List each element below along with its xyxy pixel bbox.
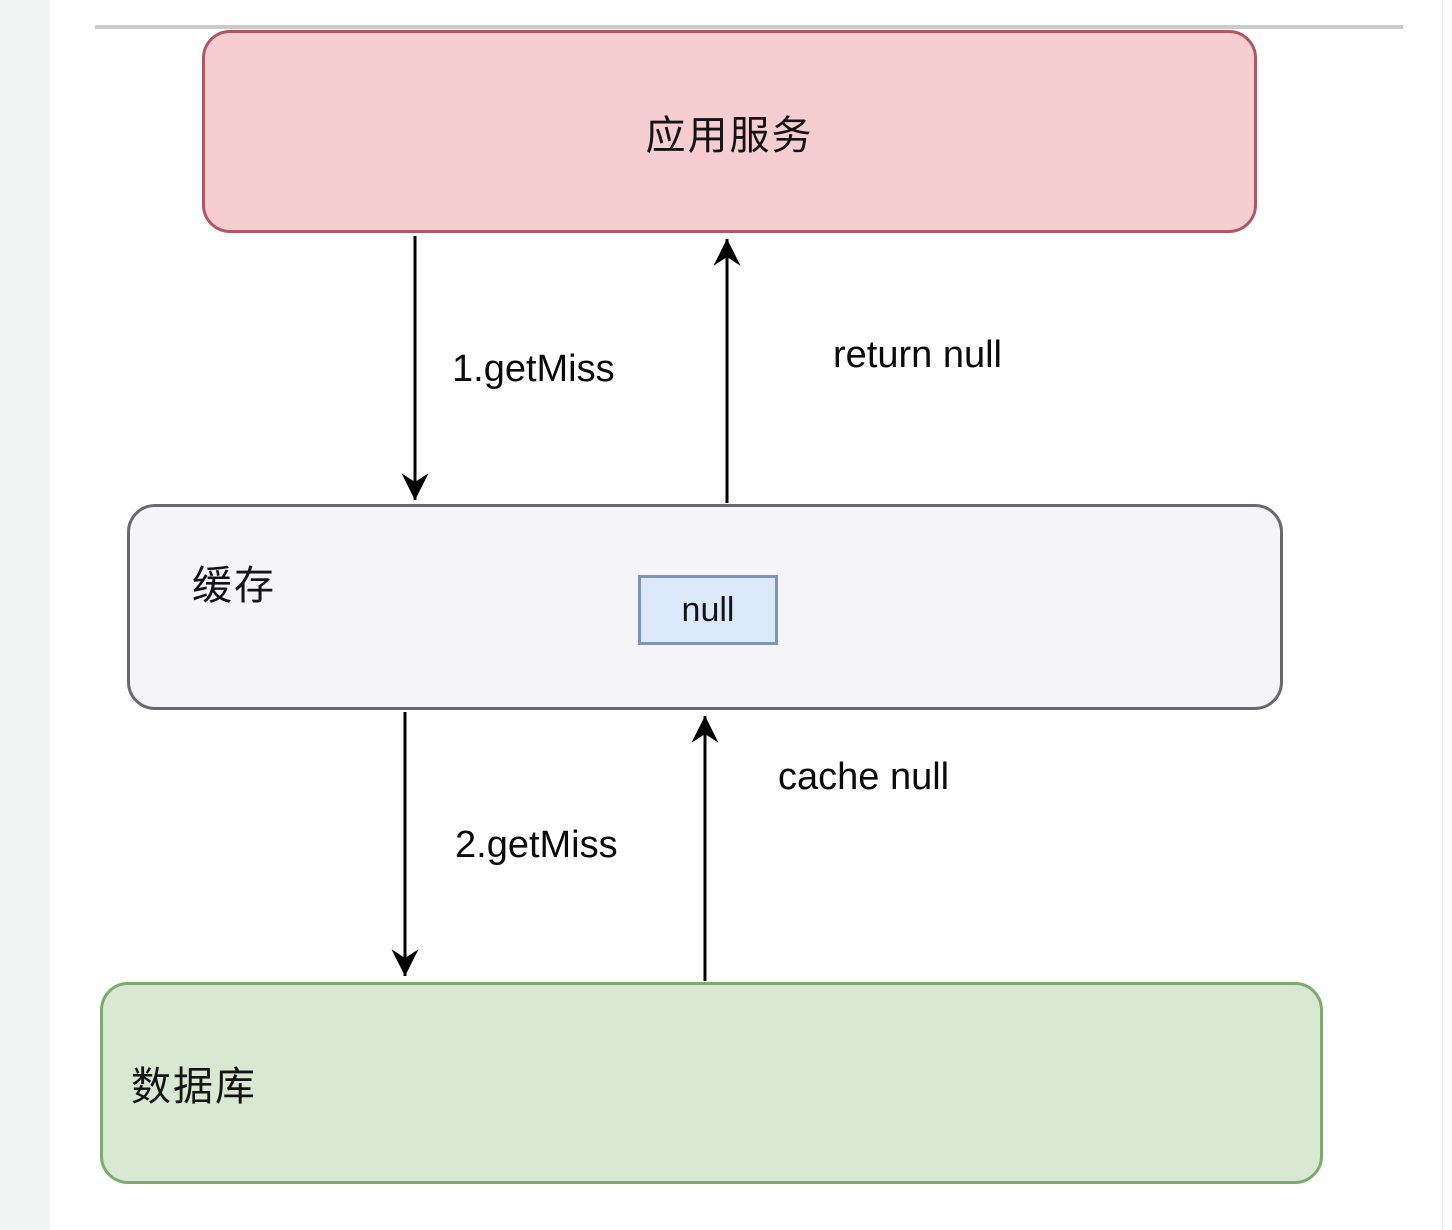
cache-null-value-label: null <box>681 590 735 629</box>
edge-label-return-null: return null <box>833 334 1002 376</box>
node-app-service-label: 应用服务 <box>645 113 814 158</box>
node-cache: 缓存 null <box>127 504 1283 710</box>
edge-label-get-miss-1: 1.getMiss <box>452 348 615 390</box>
cache-null-value-box: null <box>638 575 778 645</box>
left-gutter <box>0 0 50 1230</box>
top-divider-rule <box>95 25 1403 29</box>
node-app-service: 应用服务 <box>202 30 1257 233</box>
edge-label-cache-null: cache null <box>778 756 950 798</box>
right-gutter <box>1442 0 1452 1230</box>
node-cache-label: 缓存 <box>192 564 276 608</box>
edge-label-get-miss-2: 2.getMiss <box>455 824 618 866</box>
node-database-label: 数据库 <box>131 1065 257 1109</box>
node-database: 数据库 <box>100 982 1323 1184</box>
